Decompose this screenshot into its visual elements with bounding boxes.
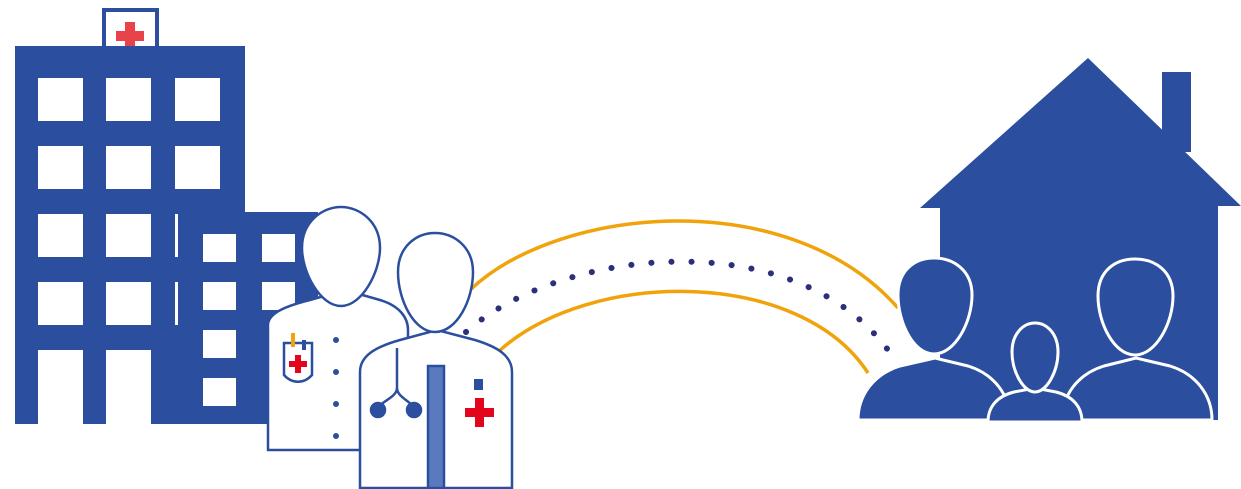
pen-blue <box>302 340 306 350</box>
connector-arc-dotted <box>466 262 893 357</box>
connection-arcs <box>466 221 898 373</box>
doctor-right-shirt <box>428 366 444 488</box>
pen-yellow <box>291 333 295 347</box>
doctor-right-head <box>398 233 473 332</box>
connector-arc-lower <box>498 291 868 373</box>
doctor-right-badge <box>474 379 483 390</box>
connector-arc-upper <box>470 221 898 308</box>
doctor-right <box>360 233 512 488</box>
